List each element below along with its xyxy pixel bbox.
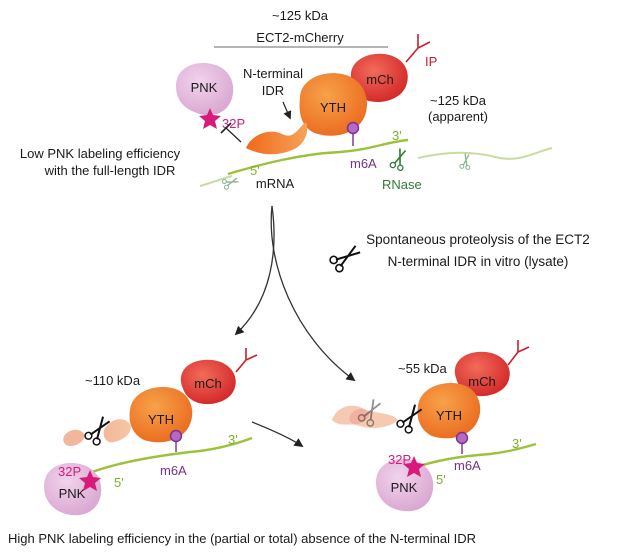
- mch-label-top: mCh: [366, 72, 393, 87]
- bl-pnk-enzyme: [44, 462, 102, 516]
- idr-pointer-arrow: [282, 101, 292, 120]
- bl-mrna-strand: [91, 436, 253, 474]
- top-mass-label: ~125 kDa: [272, 8, 329, 23]
- br-yth-domain: [417, 382, 481, 439]
- bl-yth-domain: [129, 386, 193, 443]
- ip-antibody-icon: [405, 34, 431, 63]
- br-p32-label: 32P: [388, 452, 411, 467]
- mrna-strand-top: [227, 138, 409, 176]
- pnk-label-top: PNK: [191, 80, 218, 95]
- br-m6a-mark: [455, 431, 469, 454]
- m6a-label-top: m6A: [350, 156, 377, 171]
- rnase-label: RNase: [382, 177, 422, 192]
- br-five-prime: 5': [436, 472, 446, 487]
- five-prime-top: 5': [250, 163, 260, 178]
- proteolysis-line1: Spontaneous proteolysis of the ECT2: [366, 232, 590, 247]
- bl-five-prime: 5': [114, 475, 124, 490]
- apparent-mass-line2: (apparent): [428, 109, 488, 124]
- yth-label-top: YTH: [320, 100, 346, 115]
- ip-label: IP: [425, 54, 437, 69]
- arrow-to-bottom-right: [270, 205, 356, 382]
- br-mch-label: mCh: [468, 374, 495, 389]
- mrna-fragment-right: [417, 147, 553, 160]
- m6a-mark-top: [346, 121, 360, 146]
- br-pnk-label: PNK: [391, 480, 418, 495]
- br-p32-star: [403, 456, 425, 477]
- rnase-scissors-icon: [389, 148, 407, 172]
- arrow-to-bottom-left: [234, 205, 275, 336]
- top-construct-label: ECT2-mCherry: [256, 30, 344, 45]
- p32-star-top: [199, 108, 221, 129]
- low-efficiency-line1: Low PNK labeling efficiency: [20, 146, 181, 161]
- br-scissors-icon: [396, 404, 423, 434]
- bl-partial-idr: [103, 419, 131, 443]
- fragment-scissors-right-icon: [459, 153, 471, 170]
- mrna-fragment-left: [199, 175, 233, 187]
- n-terminal-idr-top: [246, 122, 308, 155]
- br-yth-label: YTH: [436, 408, 462, 423]
- br-mcherry-domain: [454, 351, 510, 397]
- bl-mcherry-domain: [180, 359, 236, 405]
- br-mrna-strand: [413, 442, 537, 470]
- three-prime-top: 3': [392, 128, 402, 143]
- mcherry-domain-top: [350, 53, 408, 102]
- bl-mch-label: mCh: [194, 376, 221, 391]
- br-scissors-faded-icon: [357, 399, 382, 427]
- bl-cleaved-idr-fragment: [63, 429, 85, 446]
- bl-yth-label: YTH: [148, 412, 174, 427]
- bl-m6a-mark: [169, 429, 183, 452]
- footer-caption: High PNK labeling efficiency in the (par…: [8, 531, 476, 546]
- bl-ip-antibody-icon: [235, 348, 258, 373]
- proteolysis-line2: N-terminal IDR in vitro (lysate): [388, 254, 569, 269]
- br-three-prime: 3': [512, 436, 522, 451]
- br-m6a-label: m6A: [454, 458, 481, 473]
- fragment-scissors-left-icon: [221, 177, 239, 190]
- bl-three-prime: 3': [228, 432, 238, 447]
- bl-scissors-icon: [84, 416, 111, 446]
- inhibition-marker: [220, 122, 242, 143]
- low-efficiency-line2: with the full-length IDR: [44, 163, 176, 178]
- yth-domain-top: [299, 73, 367, 136]
- mrna-label: mRNA: [256, 176, 295, 191]
- br-ip-antibody-icon: [507, 340, 530, 366]
- bl-m6a-label: m6A: [160, 463, 187, 478]
- bl-mass-label: ~110 kDa: [85, 373, 141, 388]
- idr-label-line2: IDR: [262, 83, 284, 98]
- proteolysis-scissors-icon: [329, 245, 361, 273]
- pnk-enzyme-top: [176, 62, 234, 116]
- bl-p32-star: [79, 470, 101, 491]
- apparent-mass-line1: ~125 kDa: [430, 93, 487, 108]
- bl-pnk-label: PNK: [59, 486, 86, 501]
- br-mass-label: ~55 kDa: [398, 361, 448, 376]
- bl-p32-label: 32P: [58, 464, 81, 479]
- idr-label-line1: N-terminal: [243, 66, 303, 81]
- arrow-left-to-right: [251, 421, 304, 448]
